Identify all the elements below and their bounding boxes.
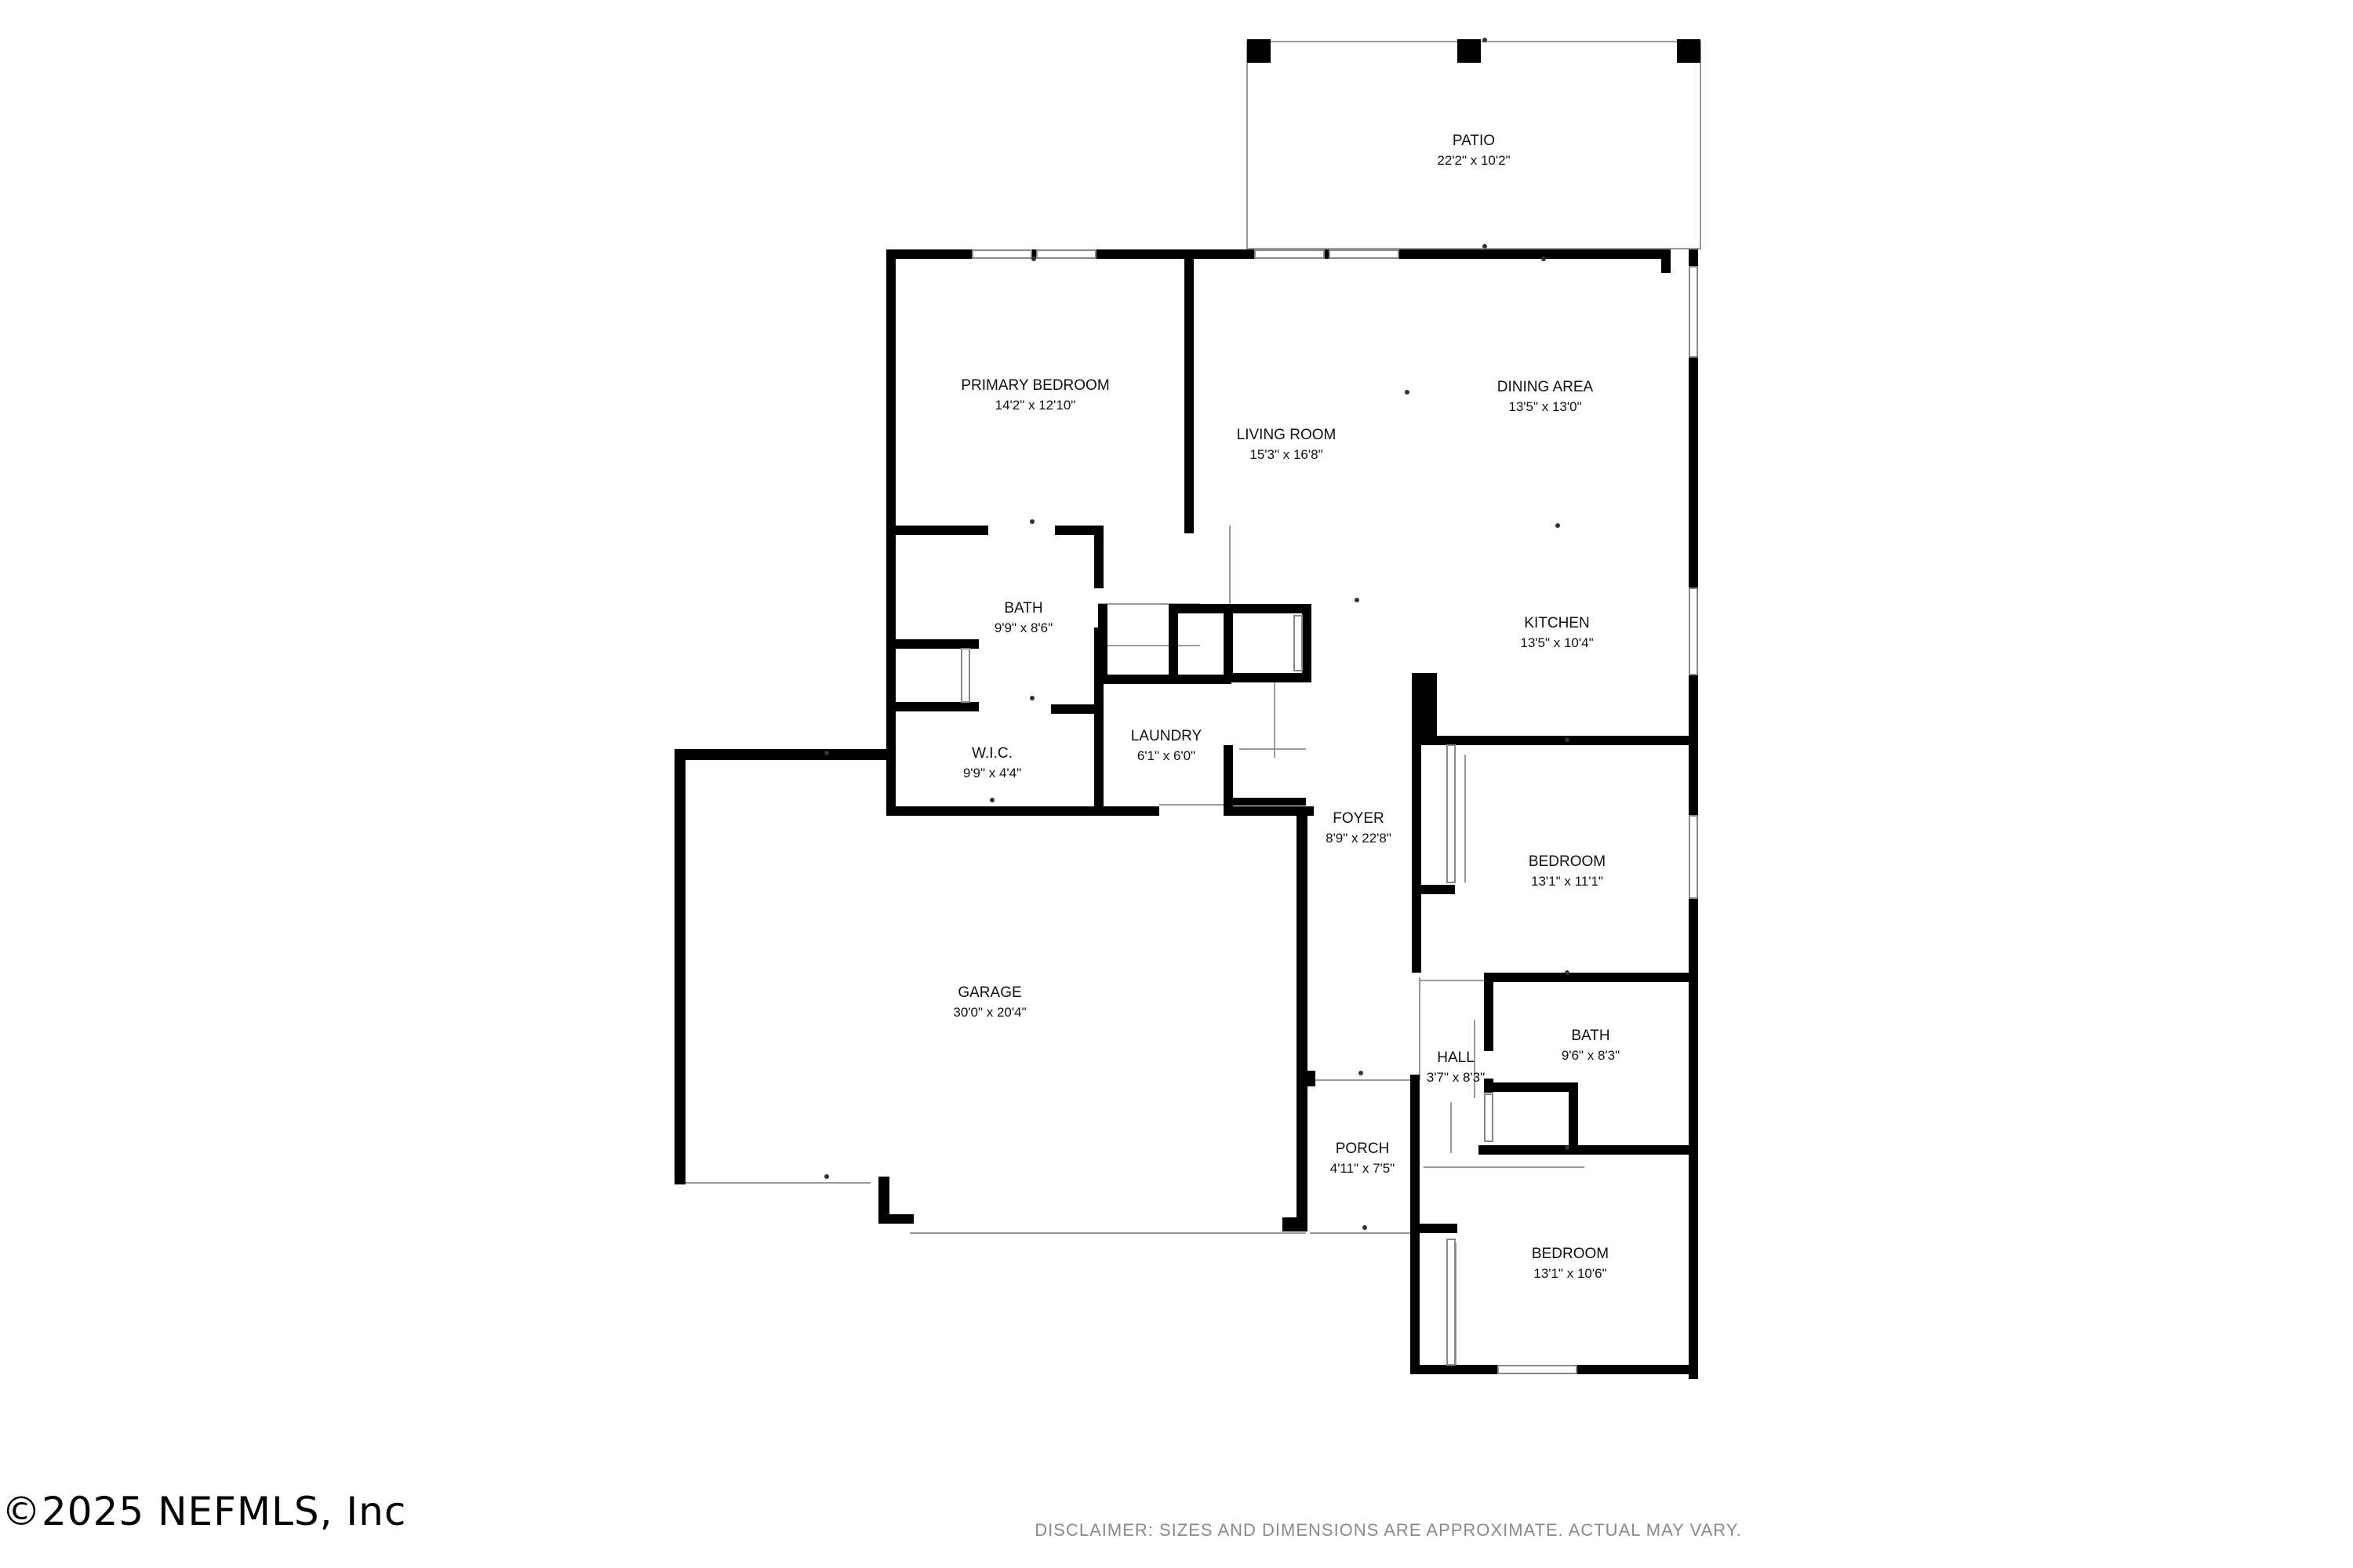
garage-dims: 30'0" x 20'4" <box>953 1005 1026 1020</box>
thin-lines <box>682 248 1667 1373</box>
porch-dims: 4'11" x 7'5" <box>1330 1161 1395 1176</box>
bath-1-label: BATH <box>1004 600 1042 617</box>
laundry-label: LAUNDRY <box>1131 728 1202 744</box>
hall-label: HALL <box>1437 1050 1475 1066</box>
laundry-dims: 6'1" x 6'0" <box>1137 748 1195 763</box>
bath-2-dims: 9'6" x 8'3" <box>1562 1048 1620 1063</box>
dining-area-label: DINING AREA <box>1497 379 1594 395</box>
room-labels: PATIO 22'2" x 10'2" PRIMARY BEDROOM 14'2… <box>953 133 1620 1281</box>
hall-dims: 3'7" x 8'3" <box>1427 1070 1485 1085</box>
primary-bedroom-label: PRIMARY BEDROOM <box>961 377 1109 394</box>
bath-1-dims: 9'9" x 8'6" <box>995 620 1053 635</box>
copyright-notice: ©2025 NEFMLS, Inc <box>2 1489 407 1534</box>
windows <box>961 249 1698 1374</box>
walls <box>675 249 1698 1379</box>
kitchen-dims: 13'5" x 10'4" <box>1520 635 1593 650</box>
foyer-label: FOYER <box>1333 810 1384 827</box>
patio-label: PATIO <box>1453 133 1495 149</box>
bedroom-2-label: BEDROOM <box>1529 853 1606 870</box>
porch-label: PORCH <box>1336 1141 1390 1157</box>
kitchen-label: KITCHEN <box>1524 615 1589 631</box>
patio-outline <box>1246 39 1701 249</box>
living-room-label: LIVING ROOM <box>1237 427 1337 443</box>
living-room-dims: 15'3" x 16'8" <box>1249 447 1322 462</box>
markers <box>824 38 1569 1230</box>
wic-dims: 9'9" x 4'4" <box>963 766 1021 780</box>
bedroom-2-dims: 13'1" x 11'1" <box>1531 874 1603 889</box>
dining-area-dims: 13'5" x 13'0" <box>1508 399 1581 414</box>
wic-label: W.I.C. <box>972 745 1013 762</box>
primary-bedroom-dims: 14'2" x 12'10" <box>995 398 1076 413</box>
disclaimer-text: DISCLAIMER: SIZES AND DIMENSIONS ARE APP… <box>1035 1520 1742 1540</box>
bath-2-label: BATH <box>1571 1028 1609 1044</box>
foyer-dims: 8'9" x 22'8" <box>1326 831 1391 846</box>
bedroom-3-dims: 13'1" x 10'6" <box>1533 1266 1606 1281</box>
bedroom-3-label: BEDROOM <box>1532 1246 1609 1262</box>
garage-label: GARAGE <box>958 984 1021 1001</box>
patio-dims: 22'2" x 10'2" <box>1437 153 1510 168</box>
